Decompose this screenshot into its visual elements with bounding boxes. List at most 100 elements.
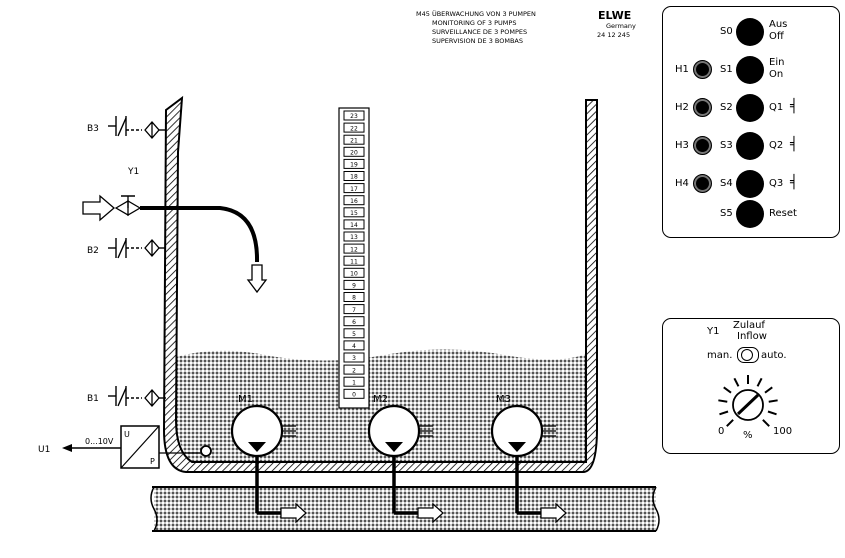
q3-button[interactable] (736, 170, 764, 198)
pressure-port (200, 445, 212, 457)
transmitter-p: P (150, 457, 155, 466)
title-line-es: SUPERVISION DE 3 BOMBAS (432, 37, 523, 45)
label-b3: B3 (87, 124, 99, 134)
scale-label: 17 (350, 186, 358, 193)
scale-label: 21 (350, 137, 358, 144)
q2-label: Q2 (769, 140, 784, 151)
label-b2: B2 (87, 246, 99, 256)
scale-label: 8 (352, 295, 356, 302)
lamp-h1-label: H1 (675, 64, 689, 75)
scale-label: 7 (352, 307, 356, 314)
lamp-h4 (693, 174, 712, 193)
dial-max-label: 100 (773, 426, 793, 437)
key-s2: S2 (720, 102, 733, 113)
scale-cell (343, 158, 365, 169)
scale-label: 13 (350, 234, 358, 241)
pump-symbol-icon: ╡ (790, 175, 798, 190)
mode-selector[interactable] (737, 347, 759, 363)
scale-cell (343, 195, 365, 206)
control-panel: S0 Aus Off H1 S1 Ein On H2 S2 Q1 ╡ H3 S3… (662, 6, 840, 238)
scale-cell (343, 231, 365, 242)
lamp-h3-label: H3 (675, 140, 689, 151)
dial-tick (718, 399, 728, 403)
on-label-de: Ein (769, 57, 785, 68)
inflow-panel: Y1 Zulauf Inflow man. auto. 0 % 100 (662, 318, 840, 454)
drain-channel (154, 487, 656, 531)
scale-label: 5 (352, 331, 356, 338)
switch-b2 (108, 238, 166, 259)
scale-cell (343, 328, 365, 339)
header: M45 ÜBERWACHUNG VON 3 PUMPEN MONITORING … (416, 9, 636, 45)
title-line-fr: SURVEILLANCE DE 3 POMPES (432, 28, 527, 36)
reset-button[interactable] (736, 200, 764, 228)
label-y1: Y1 (127, 167, 139, 177)
scale-label: 3 (352, 355, 356, 362)
dial-tick (768, 399, 778, 403)
lamp-h1 (693, 60, 712, 79)
key-s3: S3 (720, 140, 733, 151)
label-m1: M1 (238, 394, 253, 405)
dial-tick (733, 377, 740, 387)
dial-tick (723, 386, 732, 394)
scale-label: 1 (352, 379, 356, 386)
title-line-de: M45 ÜBERWACHUNG VON 3 PUMPEN (416, 9, 536, 18)
inflow-title-en: Inflow (737, 331, 767, 342)
lamp-h4-label: H4 (675, 178, 689, 189)
scale-label: 6 (352, 319, 356, 326)
scale-cell (343, 171, 365, 181)
dial-min-label: 0 (718, 426, 725, 437)
off-label-de: Aus (769, 19, 788, 30)
dial-tick (764, 386, 773, 394)
key-s4: S4 (720, 178, 733, 189)
inflow-dial[interactable] (718, 375, 778, 427)
lamp-h2-label: H2 (675, 102, 689, 113)
scale-label: 15 (350, 210, 358, 217)
scale-cell (343, 134, 365, 145)
on-button[interactable] (736, 56, 764, 84)
scale-cell (343, 352, 365, 363)
q2-button[interactable] (736, 132, 764, 160)
scale-label: 2 (352, 367, 356, 374)
pump-m3 (490, 404, 567, 524)
dial-pointer (736, 393, 760, 416)
off-button[interactable] (736, 18, 764, 46)
inflow-title-de: Zulauf (733, 320, 765, 331)
label-b1: B1 (87, 394, 99, 404)
reset-label: Reset (769, 208, 797, 219)
scale-cell (343, 388, 365, 399)
scale-label: 12 (350, 246, 358, 253)
mode-selector-knob (741, 349, 753, 361)
on-label-en: On (769, 69, 784, 80)
q1-button[interactable] (736, 94, 764, 122)
row-s1: H1 S1 Ein On (663, 55, 839, 85)
label-m2: M2 (373, 394, 388, 405)
lamp-h3 (693, 136, 712, 155)
label-m3: M3 (496, 394, 511, 405)
brand-logo: ELWE (598, 9, 631, 22)
label-u1: U1 (38, 445, 50, 455)
lamp-h2 (693, 98, 712, 117)
q3-label: Q3 (769, 178, 784, 189)
scale-label: 4 (352, 343, 356, 350)
scale-label: 0 (352, 392, 356, 399)
scale-cell (343, 364, 365, 375)
scale-cell (343, 183, 365, 194)
row-s5: S5 Reset (663, 199, 839, 229)
key-s0: S0 (720, 26, 733, 37)
scale-cell (343, 267, 365, 278)
part-number: 24 12 245 (597, 31, 630, 39)
row-s4: H4 S4 Q3 ╡ (663, 169, 839, 199)
mode-auto-label: auto. (761, 350, 787, 361)
scale-cell (343, 243, 365, 254)
scale-cell (343, 110, 365, 121)
scale-label: 23 (350, 113, 358, 120)
scale-label: 10 (350, 271, 358, 278)
title-line-en: MONITORING OF 3 PUMPS (432, 19, 516, 27)
row-s2: H2 S2 Q1 ╡ (663, 93, 839, 123)
scale-cell (343, 340, 365, 351)
dial-tick (756, 377, 763, 387)
scale-cell (343, 376, 365, 387)
pump-m2 (367, 404, 444, 524)
